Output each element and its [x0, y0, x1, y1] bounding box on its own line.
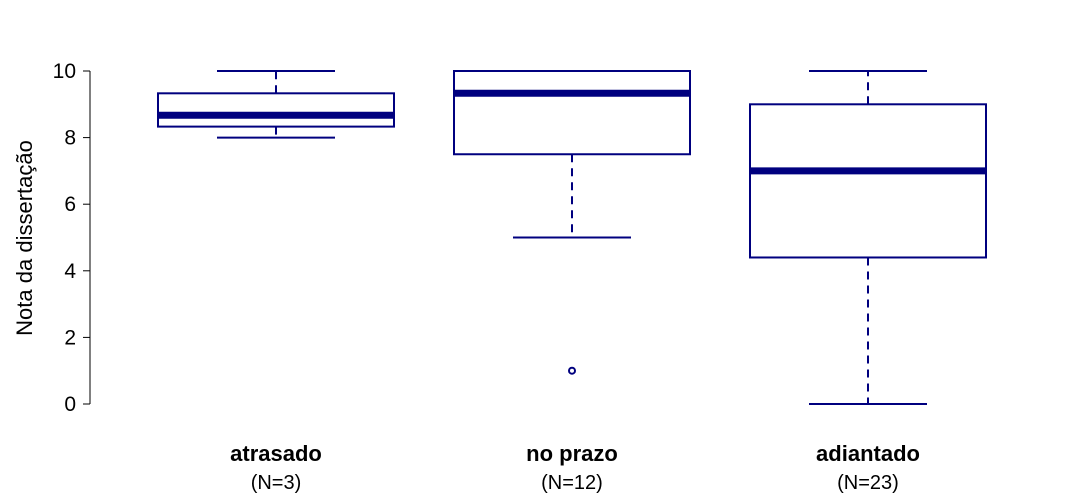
iqr-box — [157, 92, 395, 128]
boxes — [157, 70, 987, 405]
iqr-box — [749, 103, 987, 259]
category-count: (N=12) — [541, 472, 603, 494]
y-tick-label: 8 — [64, 127, 76, 150]
category-label: atrasado — [230, 441, 322, 466]
y-tick-label: 6 — [64, 193, 76, 216]
category-label: adiantado — [816, 441, 920, 466]
category-count: (N=23) — [837, 472, 899, 494]
box-group-no-prazo — [453, 70, 691, 375]
y-tick-label: 0 — [64, 393, 76, 416]
y-axis: 0 2 4 6 8 10 — [53, 60, 91, 416]
y-tick-label: 4 — [64, 260, 76, 283]
iqr-box — [453, 70, 691, 156]
outlier-point — [568, 366, 576, 375]
y-tick-label: 2 — [64, 326, 76, 349]
y-tick-label: 10 — [53, 60, 76, 83]
category-label: no prazo — [526, 441, 618, 466]
box-group-adiantado — [749, 70, 987, 405]
x-axis-labels: atrasado (N=3) no prazo (N=12) adiantado (N=2… — [230, 441, 920, 494]
box-group-atrasado — [157, 70, 395, 139]
category-count: (N=3) — [251, 472, 302, 494]
y-axis-title: Nota da dissertação — [12, 140, 37, 336]
